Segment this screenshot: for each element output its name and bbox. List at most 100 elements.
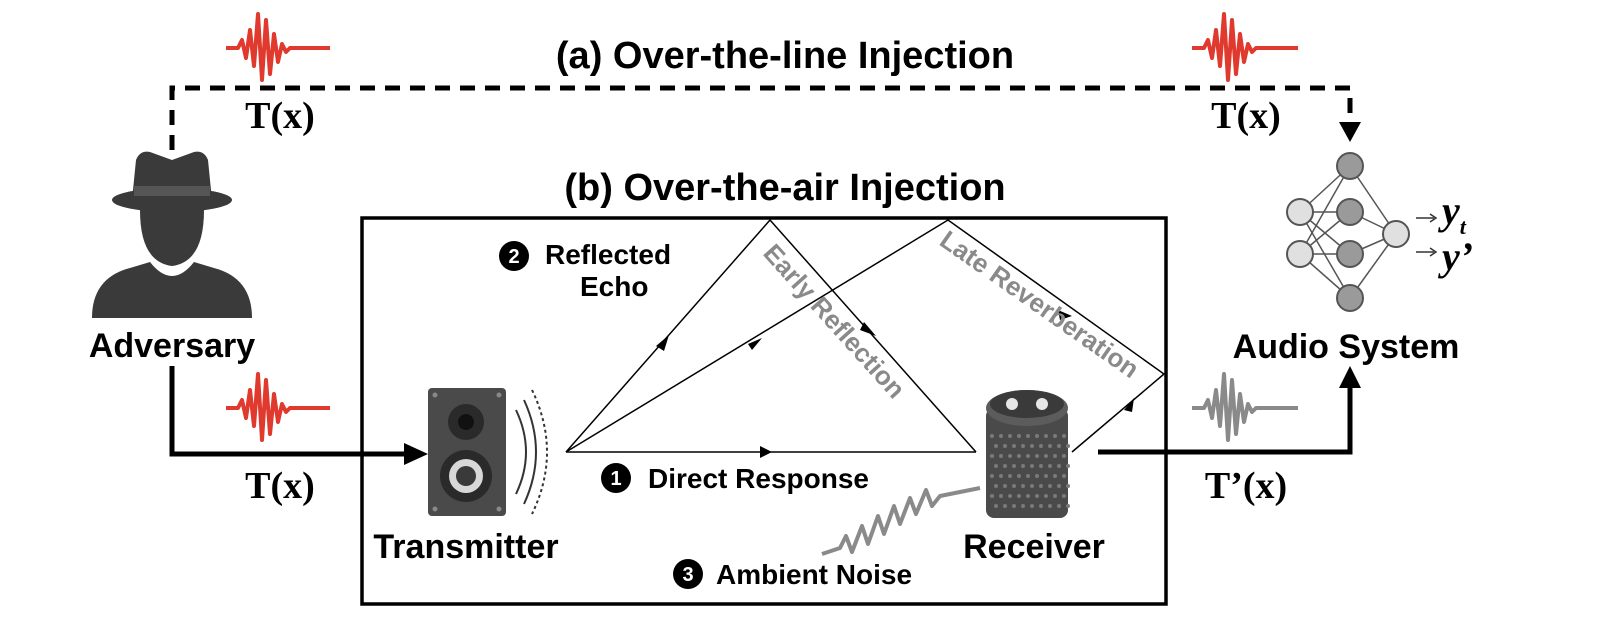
direct-response-arrow — [760, 446, 772, 458]
direct-response-label: Direct Response — [648, 463, 869, 494]
path-number-3: 3 — [682, 564, 693, 586]
speaker-grill-dot — [1021, 484, 1025, 488]
audio-system-label: Audio System — [1233, 328, 1460, 366]
speaker-grill-dot — [1003, 484, 1007, 488]
signal-label-received: T’(x) — [1205, 465, 1287, 507]
speaker-grill-dot — [1021, 504, 1025, 508]
speaker-grill-dot — [1008, 454, 1012, 458]
speaker-grill-dot — [1030, 484, 1034, 488]
late-reverberation-arrow-wall — [1124, 398, 1134, 412]
speaker-grill-dot — [1048, 504, 1052, 508]
path-number-badge-3 — [673, 559, 703, 589]
speaker-grill-dot — [1017, 494, 1021, 498]
receiver-smart-speaker-icon — [986, 390, 1070, 518]
late-reverberation-arrow-up — [748, 338, 762, 350]
transmitter-label: Transmitter — [373, 528, 558, 566]
transmitter-arrowhead — [404, 443, 428, 465]
path-number-2: 2 — [508, 246, 519, 268]
speaker-grill-dot — [1017, 454, 1021, 458]
output-y-target: yt — [1438, 188, 1467, 239]
early-reflection-arrow-up — [656, 335, 669, 351]
over-the-air-room — [360, 216, 1168, 606]
speaker-grill-dot — [1053, 494, 1057, 498]
receiver-label: Receiver — [963, 528, 1105, 566]
speaker-grill-dot — [1026, 494, 1030, 498]
speaker-grill-dot — [990, 434, 994, 438]
attack-waveform-top-right — [1192, 12, 1298, 82]
speaker-grill-dot — [1030, 444, 1034, 448]
signal-label-bottom-left: T(x) — [245, 465, 315, 507]
speaker-grill-dot — [1008, 474, 1012, 478]
adversary-to-transmitter-path — [169, 366, 410, 457]
speaker-grill-dot — [994, 504, 998, 508]
attack-waveform-bottom — [226, 372, 330, 442]
neural-network-icon — [1286, 152, 1438, 312]
speaker-grill-dot — [999, 434, 1003, 438]
early-reflection-path — [565, 218, 977, 453]
speaker-grill-dot — [1062, 474, 1066, 478]
audio-system-arrowhead — [1339, 366, 1361, 388]
adversary-label: Adversary — [89, 327, 255, 365]
speaker-grill-dot — [994, 484, 998, 488]
title-over-the-air: (b) Over-the-air Injection — [564, 167, 1005, 209]
speaker-grill-dot — [1012, 484, 1016, 488]
speaker-grill-dot — [994, 464, 998, 468]
ambient-noise-label: Ambient Noise — [716, 559, 912, 590]
speaker-grill-dot — [1012, 464, 1016, 468]
attack-waveform-top-left — [226, 12, 330, 82]
speaker-grill-dot — [1039, 444, 1043, 448]
speaker-grill-dot — [1062, 454, 1066, 458]
speaker-grill-dot — [994, 444, 998, 448]
speaker-grill-dot — [1057, 444, 1061, 448]
speaker-grill-dot — [990, 474, 994, 478]
speaker-grill-dot — [1021, 464, 1025, 468]
speaker-grill-dot — [1035, 454, 1039, 458]
speaker-grill-dot — [1026, 434, 1030, 438]
receiver-to-audio-system-path — [1098, 386, 1353, 455]
speaker-grill-dot — [1017, 474, 1021, 478]
speaker-grill-dot — [1062, 434, 1066, 438]
over-the-line-path — [169, 85, 1353, 150]
speaker-grill-dot — [999, 474, 1003, 478]
speaker-grill-dot — [990, 494, 994, 498]
early-reflection-arrow-down — [860, 322, 876, 336]
speaker-grill-dot — [1066, 464, 1070, 468]
speaker-grill-dot — [999, 454, 1003, 458]
speaker-grill-dot — [1035, 434, 1039, 438]
speaker-grill-dot — [1048, 484, 1052, 488]
signal-label-top-right: T(x) — [1211, 95, 1281, 137]
speaker-grill-dot — [999, 494, 1003, 498]
speaker-grill-dot — [990, 454, 994, 458]
path-number-1: 1 — [610, 468, 621, 490]
speaker-grill-dot — [1030, 504, 1034, 508]
speaker-grill-dot — [1057, 464, 1061, 468]
speaker-grill-dot — [1048, 444, 1052, 448]
signal-label-top-left: T(x) — [245, 95, 315, 137]
speaker-grill-dot — [1044, 494, 1048, 498]
speaker-grill-dot — [1008, 434, 1012, 438]
speaker-grill-dot — [1035, 494, 1039, 498]
speaker-grill-dot — [1053, 474, 1057, 478]
speaker-grill-dot — [1003, 464, 1007, 468]
reflected-echo-label-line1: Reflected — [545, 239, 671, 270]
speaker-grill-dot — [1057, 504, 1061, 508]
speaker-grill-dot — [1053, 454, 1057, 458]
speaker-grill-dot — [1035, 474, 1039, 478]
late-reverberation-arrow-down — [1058, 310, 1072, 320]
speaker-grill-dot — [1053, 434, 1057, 438]
adversary-icon — [92, 151, 252, 318]
speaker-grill-dot — [1012, 444, 1016, 448]
speaker-grill-dot — [1044, 434, 1048, 438]
speaker-grill-dot — [1026, 454, 1030, 458]
transmitter-speaker-icon — [428, 388, 548, 516]
output-y-prime: y’ — [1438, 234, 1473, 279]
speaker-grill-dot — [1026, 474, 1030, 478]
speaker-grill-dot — [1044, 454, 1048, 458]
speaker-grill-dot — [1012, 504, 1016, 508]
speaker-grill-dot — [1003, 504, 1007, 508]
title-over-the-line: (a) Over-the-line Injection — [556, 35, 1014, 77]
speaker-grill-dot — [1062, 494, 1066, 498]
speaker-grill-dot — [1066, 444, 1070, 448]
speaker-grill-dot — [1048, 464, 1052, 468]
